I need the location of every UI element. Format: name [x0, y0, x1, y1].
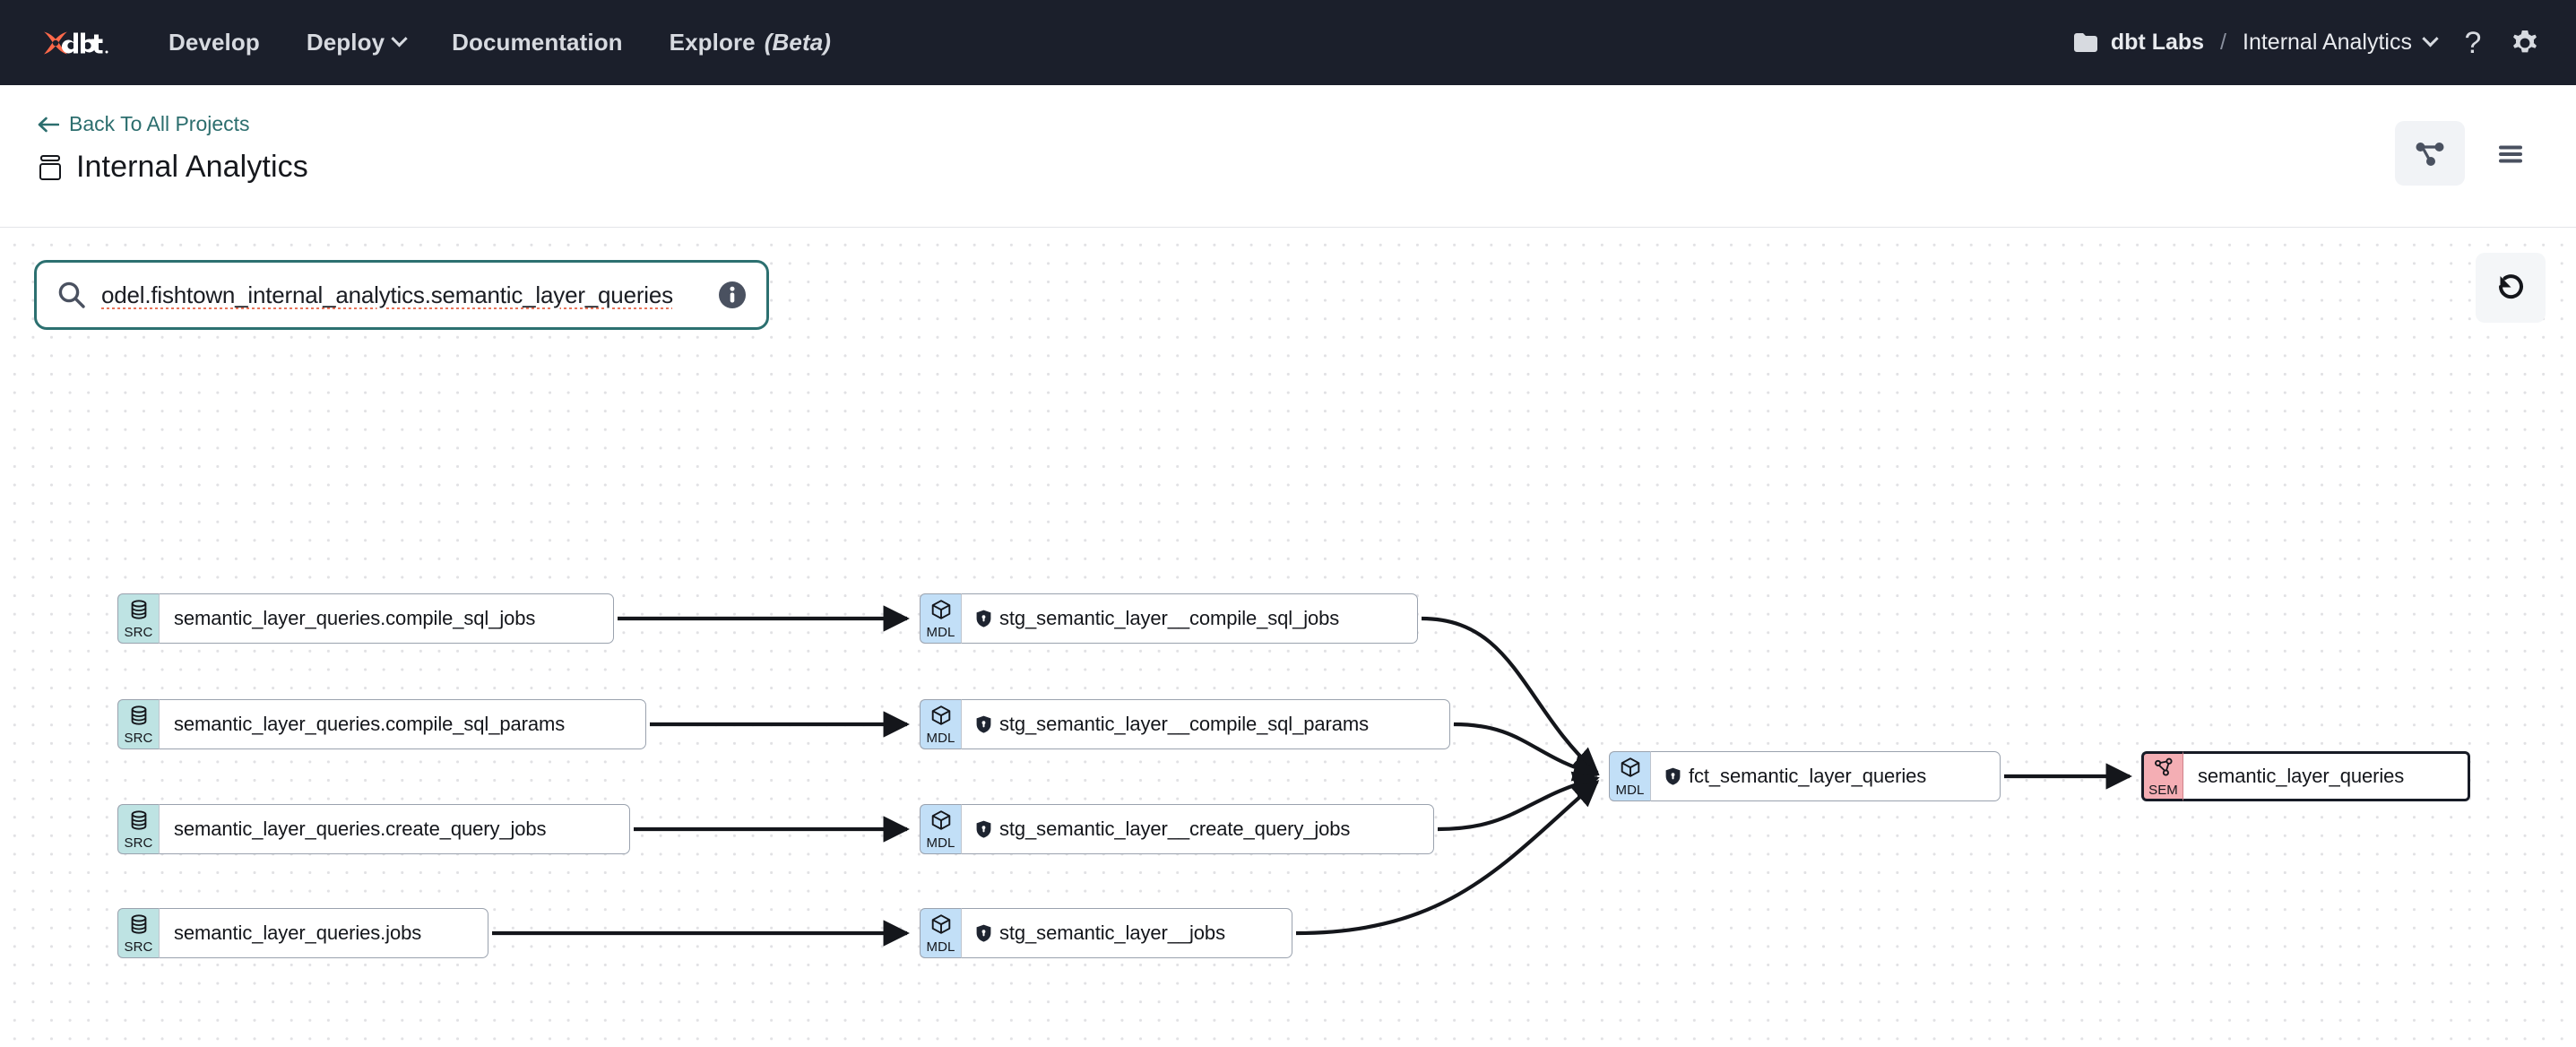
node-type-badge-mdl: MDL	[920, 804, 961, 854]
lineage-search-box[interactable]	[34, 260, 769, 330]
nav-item-explore-beta-tag: (Beta)	[764, 29, 832, 56]
lineage-node-mdl4[interactable]: MDL stg_semantic_layer__jobs	[920, 908, 1292, 958]
list-view-toggle[interactable]	[2476, 121, 2546, 186]
node-body: semantic_layer_queries.compile_sql_param…	[159, 699, 646, 749]
node-type-badge-mdl: MDL	[920, 593, 961, 644]
reset-view-button[interactable]	[2476, 253, 2546, 323]
shield-lock-icon	[976, 610, 991, 627]
cube-icon	[930, 809, 952, 835]
node-body: semantic_layer_queries.compile_sql_jobs	[159, 593, 614, 644]
shield-lock-icon	[976, 820, 991, 838]
primary-nav-links: Develop Deploy Documentation Explore (Be…	[169, 29, 831, 56]
view-toggle-group	[2395, 121, 2546, 186]
node-body: stg_semantic_layer__create_query_jobs	[961, 804, 1434, 854]
arrow-left-icon	[38, 117, 59, 132]
node-label: semantic_layer_queries.compile_sql_param…	[174, 713, 566, 735]
lineage-node-src2[interactable]: SRC semantic_layer_queries.compile_sql_pa…	[117, 699, 646, 749]
nav-item-documentation-label: Documentation	[452, 29, 623, 56]
lineage-view-toggle[interactable]	[2395, 121, 2465, 186]
node-label: semantic_layer_queries.compile_sql_jobs	[174, 607, 536, 629]
node-body: stg_semantic_layer__compile_sql_jobs	[961, 593, 1418, 644]
list-lines-icon	[2499, 145, 2522, 163]
nav-right-cluster: dbt Labs / Internal Analytics ?	[2073, 27, 2540, 59]
node-type-badge-src: SRC	[117, 699, 159, 749]
cube-icon	[1620, 757, 1641, 783]
project-database-icon	[39, 154, 61, 180]
node-label: stg_semantic_layer__jobs	[999, 922, 1225, 944]
database-cylinder-icon	[128, 705, 150, 731]
page-title: Internal Analytics	[76, 150, 308, 184]
node-label: stg_semantic_layer__create_query_jobs	[999, 818, 1351, 840]
shield-lock-icon	[976, 715, 991, 733]
lineage-node-mdl1[interactable]: MDL stg_semantic_layer__compile_sql_jobs	[920, 593, 1418, 644]
lineage-node-src1[interactable]: SRC semantic_layer_queries.compile_sql_jo…	[117, 593, 614, 644]
lineage-node-mdl2[interactable]: MDL stg_semantic_layer__compile_sql_param…	[920, 699, 1450, 749]
node-body: semantic_layer_queries.jobs	[159, 908, 488, 958]
shield-lock-icon	[1665, 767, 1681, 785]
info-circle-icon[interactable]	[718, 281, 747, 309]
nav-item-explore[interactable]: Explore (Beta)	[670, 29, 831, 56]
semantic-network-icon	[2153, 757, 2174, 783]
node-type-badge-src: SRC	[117, 593, 159, 644]
svg-text:?: ?	[2465, 27, 2482, 59]
folder-icon	[2073, 33, 2097, 52]
node-type-badge-mdl: MDL	[920, 699, 961, 749]
nav-item-deploy-label: Deploy	[306, 29, 385, 56]
database-cylinder-icon	[128, 913, 150, 939]
page-title-row: Internal Analytics	[38, 150, 308, 185]
chevron-down-icon	[391, 30, 408, 48]
project-subheader: Back To All Projects Internal Analytics	[0, 85, 2576, 228]
nav-item-deploy[interactable]: Deploy	[306, 29, 408, 56]
lineage-graph-icon	[2416, 143, 2444, 166]
node-label: fct_semantic_layer_queries	[1689, 765, 1927, 787]
back-to-all-projects-link[interactable]: Back To All Projects	[38, 112, 250, 136]
nav-item-develop[interactable]: Develop	[169, 29, 260, 56]
node-type-badge-src: SRC	[117, 804, 159, 854]
breadcrumb: dbt Labs / Internal Analytics	[2073, 30, 2439, 56]
top-navigation-bar: Develop Deploy Documentation Explore (Be…	[0, 0, 2576, 85]
node-label: stg_semantic_layer__compile_sql_jobs	[999, 607, 1340, 629]
node-body: semantic_layer_queries.create_query_jobs	[159, 804, 630, 854]
gear-icon[interactable]	[2510, 28, 2540, 58]
breadcrumb-org[interactable]: dbt Labs	[2110, 30, 2205, 55]
lineage-node-src4[interactable]: SRC semantic_layer_queries.jobs	[117, 908, 488, 958]
node-type-badge-src: SRC	[117, 908, 159, 958]
node-label: semantic_layer_queries.jobs	[174, 922, 422, 944]
lineage-node-fct[interactable]: MDL fct_semantic_layer_queries	[1609, 751, 2001, 801]
lineage-node-sem[interactable]: SEM semantic_layer_queries	[2141, 751, 2470, 801]
node-type-badge-sem: SEM	[2141, 751, 2183, 801]
nav-item-explore-label: Explore	[669, 29, 756, 56]
search-input[interactable]	[101, 281, 704, 309]
node-body: fct_semantic_layer_queries	[1650, 751, 2001, 801]
node-body: stg_semantic_layer__compile_sql_params	[961, 699, 1450, 749]
cube-icon	[930, 913, 952, 939]
reset-undo-icon	[2499, 274, 2523, 299]
back-to-all-projects-label: Back To All Projects	[69, 112, 250, 135]
database-cylinder-icon	[128, 599, 150, 625]
node-body: stg_semantic_layer__jobs	[961, 908, 1292, 958]
node-body: semantic_layer_queries	[2183, 751, 2470, 801]
dbt-logo-icon	[44, 31, 108, 54]
breadcrumb-project[interactable]: Internal Analytics	[2243, 30, 2412, 55]
shield-lock-icon	[976, 924, 991, 942]
nav-item-develop-label: Develop	[169, 29, 260, 56]
breadcrumb-separator: /	[2220, 30, 2226, 55]
node-label: stg_semantic_layer__compile_sql_params	[999, 713, 1369, 735]
chevron-down-icon[interactable]	[2422, 30, 2439, 48]
cube-icon	[930, 705, 952, 731]
nav-item-documentation[interactable]: Documentation	[452, 29, 623, 56]
node-type-badge-mdl: MDL	[920, 908, 961, 958]
node-label: semantic_layer_queries	[2198, 765, 2405, 787]
database-cylinder-icon	[128, 809, 150, 835]
search-icon	[58, 281, 85, 308]
cube-icon	[930, 599, 952, 625]
node-label: semantic_layer_queries.create_query_jobs	[174, 818, 547, 840]
lineage-node-src3[interactable]: SRC semantic_layer_queries.create_query_j…	[117, 804, 630, 854]
help-question-icon[interactable]: ?	[2459, 27, 2486, 59]
node-type-badge-mdl: MDL	[1609, 751, 1650, 801]
dbt-brand-logo[interactable]	[39, 0, 117, 85]
lineage-node-mdl3[interactable]: MDL stg_semantic_layer__create_query_jobs	[920, 804, 1434, 854]
